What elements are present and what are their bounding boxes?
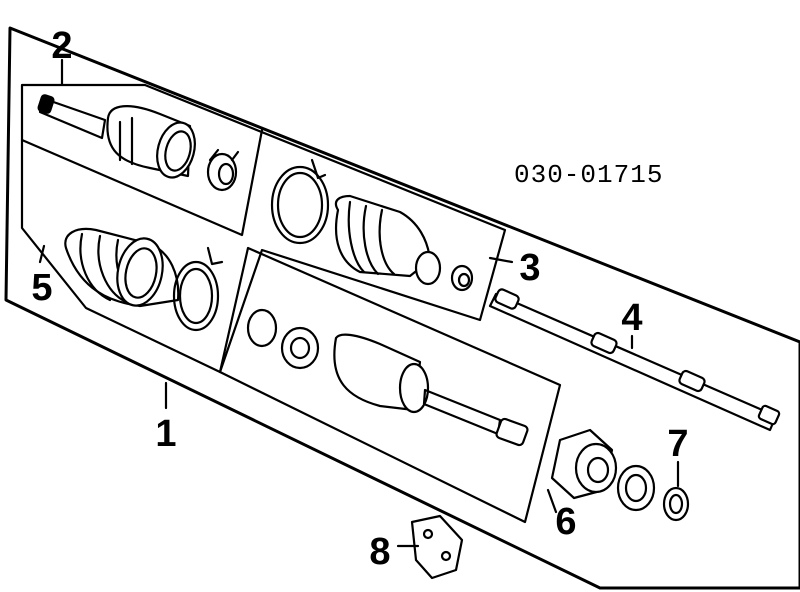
callout-5: 5	[31, 267, 52, 309]
leader-3	[488, 256, 514, 264]
assembly-frame-upper	[20, 83, 507, 374]
part-code: 030-01715	[514, 160, 663, 190]
boot-kit-upper	[270, 158, 474, 292]
outer-frame	[4, 26, 800, 590]
inboard-clip	[206, 148, 240, 192]
assembly-divider	[20, 128, 264, 237]
callout-4: 4	[621, 297, 642, 339]
callout-8: 8	[369, 531, 390, 573]
drive-shaft	[488, 288, 781, 432]
callout-1: 1	[155, 413, 176, 455]
callout-6: 6	[555, 501, 576, 543]
boot-kit-lower	[64, 227, 224, 332]
leader-5	[38, 244, 46, 264]
outboard-joint	[246, 308, 529, 447]
assembly-frame-lower	[218, 246, 562, 524]
callout-3: 3	[519, 247, 540, 289]
callout-2: 2	[51, 25, 72, 67]
mounting-bracket	[396, 514, 464, 580]
leader-6	[546, 488, 558, 514]
bearing-flange	[550, 428, 690, 522]
inboard-joint	[37, 94, 196, 179]
callout-7: 7	[667, 423, 688, 465]
